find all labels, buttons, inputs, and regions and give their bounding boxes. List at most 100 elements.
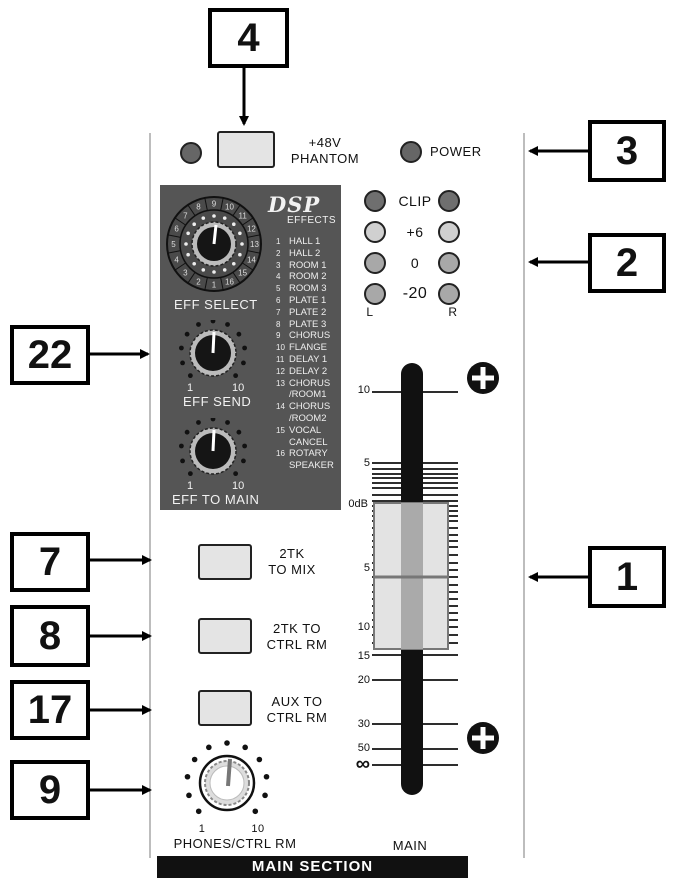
effect-name: PLATE 2 — [289, 306, 327, 318]
dial-separator — [174, 217, 187, 226]
eff-to-main-label: EFF TO MAIN — [172, 492, 260, 507]
dial-separator — [167, 234, 181, 238]
knob-scale-dot — [191, 756, 198, 763]
knob-scale-dot — [256, 756, 263, 763]
plus6-led-right — [438, 221, 460, 243]
effect-name: ROOM 2 — [289, 271, 327, 283]
knob-scale-dot — [263, 773, 270, 780]
knob-scale-dot — [233, 471, 239, 477]
dial-separator — [187, 271, 196, 284]
tick-5-top: 5 — [363, 457, 370, 469]
2tk-to-ctrl-rm-label-2: CTRL RM — [266, 637, 328, 652]
effect-name: DELAY 1 — [289, 353, 328, 365]
tick-infinity: ∞ — [355, 753, 370, 775]
knob-scale-dot — [236, 331, 242, 337]
dial-dot — [212, 270, 216, 274]
dial-separator — [232, 271, 241, 284]
tick-5-bottom: 5 — [363, 562, 370, 574]
knob-scale-dot — [225, 420, 230, 425]
aux-to-ctrl-rm-button[interactable] — [198, 690, 252, 726]
main-label: MAIN — [392, 838, 428, 853]
zero-led-right — [438, 252, 460, 274]
tick-10-bottom: 10 — [357, 621, 370, 633]
effect-item: 16 ROTARY — [276, 448, 346, 460]
meter-right-label: R — [448, 305, 458, 319]
phones-ctrl-rm-knob[interactable] — [172, 736, 282, 826]
dial-dot — [212, 214, 216, 218]
effect-number: 16 — [276, 449, 285, 459]
plus6-led-left — [364, 221, 386, 243]
dial-dot — [186, 252, 190, 257]
knob-scale-dot — [178, 443, 184, 449]
eff-send-knob[interactable] — [168, 320, 258, 390]
dial-dot — [231, 222, 236, 227]
tick-50: 50 — [357, 742, 370, 754]
main-fader[interactable] — [340, 355, 520, 805]
screw-slot — [480, 367, 486, 389]
dial-separator — [241, 262, 254, 271]
2tk-to-ctrl-rm-button[interactable] — [198, 618, 252, 654]
dial-separator — [232, 204, 241, 217]
dial-separator — [174, 262, 187, 271]
eff-to-main-knob[interactable] — [168, 418, 258, 488]
knob-scale-dot — [180, 458, 185, 464]
knob-scale-dot — [210, 320, 216, 324]
knob-scale-dot — [178, 345, 184, 351]
callout-3: 3 — [588, 120, 666, 182]
knob-scale-dot — [187, 471, 193, 477]
zero-led-left — [364, 252, 386, 274]
aux-to-ctrl-rm-label-2: CTRL RM — [266, 710, 328, 725]
effect-name: HALL 1 — [289, 236, 321, 247]
knob-scale-dot — [225, 322, 230, 327]
effect-number: 7 — [276, 307, 281, 317]
effect-subname: /ROOM2 — [289, 412, 327, 424]
dial-number: 10 — [225, 203, 234, 212]
phantom-led — [180, 142, 202, 164]
dial-number: 12 — [247, 225, 256, 234]
effect-subname: SPEAKER — [289, 460, 334, 472]
minus20-led-right — [438, 283, 460, 305]
dial-number: 4 — [174, 255, 179, 264]
dial-separator — [204, 277, 208, 291]
effect-number: 12 — [276, 366, 285, 376]
eff-select-label: EFF SELECT — [174, 297, 258, 312]
power-label: POWER — [430, 144, 482, 159]
knob-scale-dot — [236, 429, 242, 435]
dial-number: 6 — [174, 225, 179, 234]
knob-scale-dot — [241, 360, 246, 366]
dial-number: 3 — [183, 269, 188, 278]
knob-pointer — [211, 429, 216, 452]
eff-main-max: 10 — [232, 480, 245, 492]
dial-separator — [220, 277, 224, 291]
eff-main-min: 1 — [187, 480, 194, 492]
2tk-to-mix-button[interactable] — [198, 544, 252, 580]
phones-label: PHONES/CTRL RM — [173, 836, 297, 851]
dial-separator — [241, 217, 254, 226]
eff-send-label: EFF SEND — [183, 394, 252, 409]
dsp-logo: DSP — [268, 192, 321, 217]
callout-7: 7 — [10, 532, 90, 592]
knob-scale-dot — [196, 420, 201, 425]
dial-dot — [186, 231, 190, 236]
tick-15: 15 — [357, 650, 370, 662]
knob-scale-dot — [196, 322, 201, 327]
2tk-to-ctrl-rm-label-1: 2TK TO — [272, 621, 322, 636]
dial-number: 1 — [212, 281, 217, 290]
effect-name: ROOM 1 — [289, 259, 327, 271]
tick-20: 20 — [357, 674, 370, 686]
phones-max: 10 — [251, 823, 265, 835]
dial-dot — [192, 222, 197, 227]
callout-9: 9 — [10, 760, 90, 820]
dial-number: 13 — [250, 240, 259, 249]
phantom-48v-button[interactable] — [217, 131, 275, 168]
effect-name: ROTARY — [289, 448, 328, 460]
knob-scale-dot — [210, 418, 216, 422]
dial-number: 8 — [196, 203, 201, 212]
effect-name: HALL 2 — [289, 247, 321, 259]
